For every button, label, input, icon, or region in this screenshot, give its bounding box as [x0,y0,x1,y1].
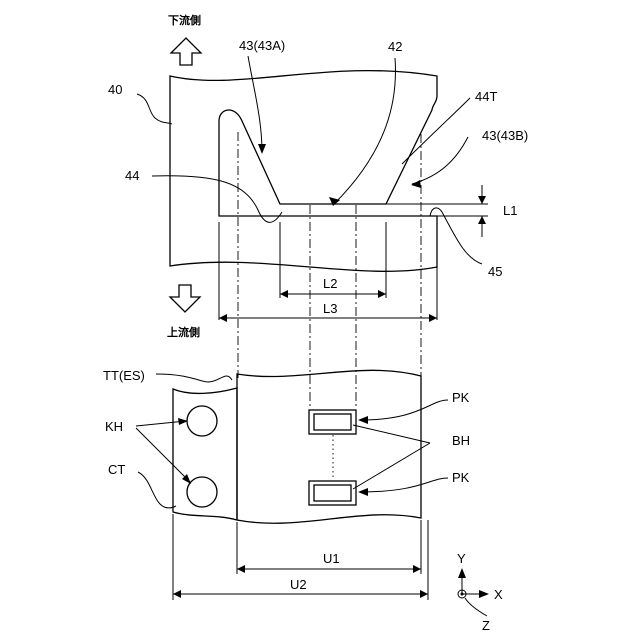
downstream-arrow [171,38,201,65]
ref-u1: U1 [323,551,340,566]
axis-x-label: X [494,587,503,602]
ref-44: 44 [125,168,139,183]
upstream-arrow [170,285,200,312]
ref-kh: KH [105,419,123,434]
leader-pk-top [360,400,448,420]
ref-45: 45 [488,264,502,279]
carrier-ct-outline [173,388,237,520]
axis-y-label: Y [457,551,466,566]
ref-l3: L3 [323,301,337,316]
leader-pk-bottom-arrowhead [358,488,368,496]
pk-window-bottom [309,481,356,505]
pk-window-top [309,410,356,434]
upstream-label: 上流側 [167,325,200,339]
ref-42: 42 [388,39,402,54]
leader-tt [156,374,232,382]
ref-43b: 43(43B) [482,128,528,143]
ref-l1: L1 [503,203,517,218]
l2-dimension [280,290,386,298]
ref-pk-bottom: PK [452,470,470,485]
ref-u2: U2 [290,577,307,592]
ref-43a: 43(43A) [239,38,285,53]
leader-44t [402,98,470,164]
kh-hole-bottom [187,477,217,507]
kh-hole-top [187,406,217,436]
leader-43b [412,137,468,184]
l1-dimension [478,185,486,237]
ref-l2: L2 [323,276,337,291]
leader-kh-top [136,421,186,426]
member-40-outline [170,71,437,272]
leader-40 [137,94,172,124]
leader-43a-arrowhead [258,144,266,154]
axis-z-label: Z [482,618,490,633]
leader-ct [138,472,176,508]
leader-bh-top [353,425,430,443]
ref-tt: TT(ES) [103,368,145,383]
ref-44t: 44T [475,89,497,104]
leader-pk-bottom [360,478,448,492]
u1-dimension [237,565,421,573]
ref-ct: CT [108,462,125,477]
leader-42 [334,58,395,204]
ref-40: 40 [108,82,122,97]
terminal-outline [237,370,421,523]
leader-bh-bottom [353,443,430,489]
leader-kh-bottom [136,428,190,482]
downstream-label: 下流側 [168,13,201,27]
leader-pk-top-arrowhead [358,416,368,424]
ref-bh: BH [452,433,470,448]
axis-triad [458,568,489,616]
ref-pk-top: PK [452,390,470,405]
